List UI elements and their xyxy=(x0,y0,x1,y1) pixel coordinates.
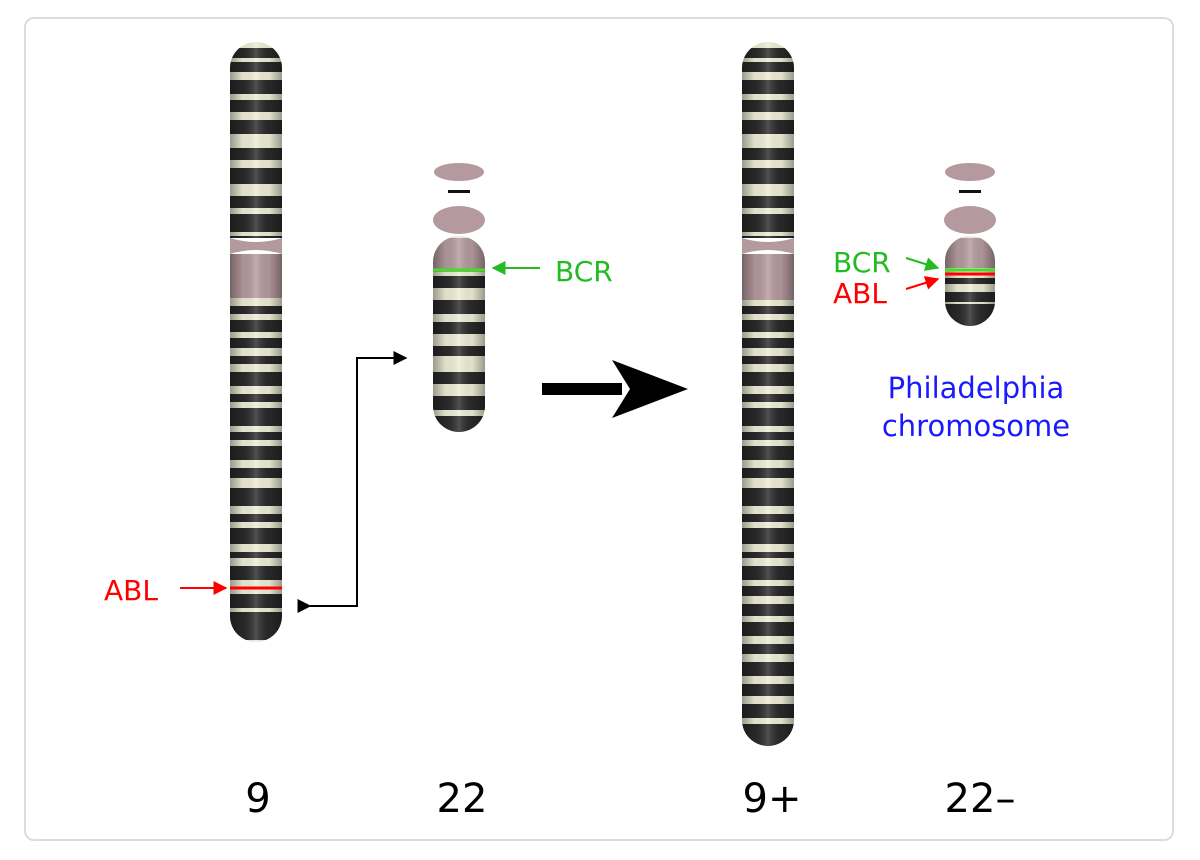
chromosome-9-plus-bands xyxy=(742,42,794,746)
exchange-arrow xyxy=(297,351,408,613)
abl-label-right: ABL xyxy=(833,277,887,310)
chromosome-9-bands xyxy=(230,42,282,642)
chr22m-shading xyxy=(945,236,995,326)
chromosome-22-label: 22 xyxy=(437,776,488,822)
chr9-centromere xyxy=(230,238,282,254)
chr9p-centromere xyxy=(742,238,794,254)
chr22m-short-arm xyxy=(944,206,996,234)
chromosome-22-bands xyxy=(433,236,485,432)
philadelphia-caption-line1: Philadelphia xyxy=(888,371,1065,405)
chromosome-22-minus-bands xyxy=(945,236,995,326)
result-arrow xyxy=(542,360,688,418)
abl-label-left: ABL xyxy=(104,574,158,607)
chr22-shading xyxy=(433,236,485,432)
abl-pointer-right xyxy=(905,276,940,290)
philadelphia-caption-line2: chromosome xyxy=(882,409,1070,443)
bcr-label-left: BCR xyxy=(555,255,613,288)
chromosome-9-plus xyxy=(742,42,794,746)
chr22m-satellite xyxy=(945,163,995,181)
bcr-pointer-right xyxy=(905,257,940,271)
chromosome-9 xyxy=(230,42,282,642)
chromosome-9-plus-label: 9+ xyxy=(743,776,802,822)
chromosome-9-label: 9 xyxy=(245,776,270,822)
chromosome-22-minus-label: 22– xyxy=(945,776,1016,822)
chr22-satellite xyxy=(434,163,484,181)
chr9-shading xyxy=(230,42,282,642)
chr22-stalk xyxy=(448,190,470,193)
chr22-short-arm xyxy=(433,206,485,234)
chromosome-22 xyxy=(433,163,485,432)
figure-frame xyxy=(24,17,1174,841)
chromosome-22-minus xyxy=(944,163,996,326)
chr22m-stalk xyxy=(959,190,981,193)
bcr-label-right: BCR xyxy=(833,246,891,279)
chr9p-shading xyxy=(742,42,794,746)
